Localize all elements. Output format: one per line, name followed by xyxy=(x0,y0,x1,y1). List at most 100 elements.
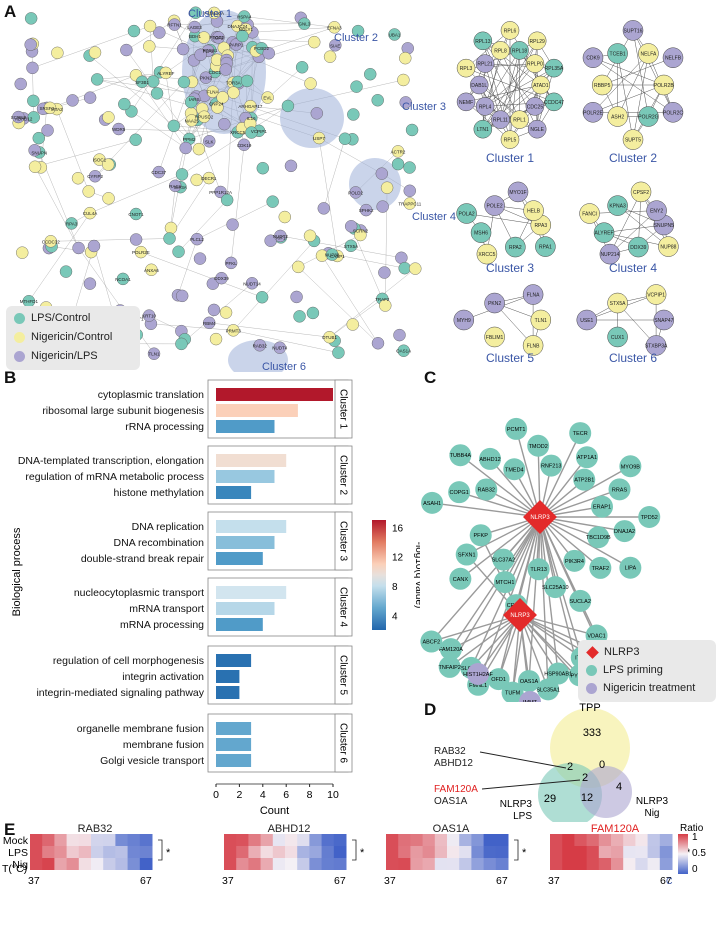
network-edge xyxy=(28,213,91,302)
legend-c-label: LPS priming xyxy=(603,664,663,676)
network-node-label: SIAE xyxy=(330,43,340,48)
c-edge xyxy=(458,491,541,518)
x-tick-label: 4 xyxy=(260,789,266,801)
heatmap-cell xyxy=(248,858,262,870)
side-cluster-title: Cluster 4 xyxy=(609,261,657,275)
network-node xyxy=(51,46,64,60)
network-node xyxy=(207,6,221,20)
c-node-label: ASAH1 xyxy=(423,501,441,507)
network-edge xyxy=(131,12,196,112)
network-node xyxy=(391,157,405,171)
legend-c-label: Nigericin treatment xyxy=(603,682,696,694)
network-node-label: CDC37 xyxy=(151,170,166,175)
heatmap-cell xyxy=(647,834,661,846)
venn-count-lps_nig: 12 xyxy=(581,792,593,804)
heatmap-cell xyxy=(398,858,411,870)
side-cluster-node-label: RPL21 xyxy=(477,62,493,68)
legend-c-item: Nigericin treatment xyxy=(586,682,695,694)
c-lps-node xyxy=(503,458,526,481)
heatmap-cell xyxy=(248,846,262,858)
side-cluster-node xyxy=(469,75,489,95)
heatmap-cell xyxy=(410,834,424,846)
network-node xyxy=(380,181,394,194)
heatmap-cell xyxy=(459,834,472,846)
side-cluster-node xyxy=(484,292,505,314)
c-node-label: SLC37A2 xyxy=(492,558,516,564)
heatmap-cell xyxy=(91,846,104,858)
network-node xyxy=(127,24,141,38)
side-cluster-node-label: ALYREF xyxy=(595,231,614,237)
network-node xyxy=(255,291,269,304)
side-cluster-node xyxy=(576,309,598,331)
cluster-halo xyxy=(280,88,344,148)
network-node-label: NUDT4 xyxy=(272,346,287,351)
side-cluster-edge xyxy=(500,40,538,120)
heatmap-cell xyxy=(483,834,497,846)
side-cluster-node-label: FBLIM1 xyxy=(486,335,504,341)
bar-term-label: DNA recombination xyxy=(114,537,205,549)
network-node xyxy=(27,94,40,108)
heatmap-cell xyxy=(386,834,399,846)
bar-term-label: mRNA processing xyxy=(120,619,204,631)
heatmap-cell xyxy=(333,846,347,858)
network-node-label: IARS xyxy=(189,97,200,102)
c-node-label: IMMT xyxy=(523,700,538,702)
heatmap-cell xyxy=(224,858,237,870)
side-cluster-node xyxy=(476,243,498,265)
legend-c-label: NLRP3 xyxy=(604,646,640,658)
panel-a-network: IL16CDC1PTGS2PTGS1IGF2BDH1TOR3ACNP24DNAJ… xyxy=(11,6,683,372)
bar xyxy=(216,388,333,401)
network-node xyxy=(41,124,54,137)
network-node xyxy=(203,316,216,330)
side-cluster-node-label: LTN1 xyxy=(477,127,489,133)
side-cluster-node-label: NGLE xyxy=(530,127,544,133)
venn-count-nig_only: 4 xyxy=(616,781,622,793)
bar-term-label: ribosomal large subunit biogenesis xyxy=(42,405,204,417)
network-node xyxy=(284,159,298,173)
network-node-label: RAB32 xyxy=(253,343,268,348)
network-node xyxy=(163,232,176,245)
network-node-label: CCDC32 xyxy=(42,239,61,244)
network-node xyxy=(354,228,367,242)
bar xyxy=(216,536,275,549)
network-node xyxy=(147,75,160,88)
side-cluster-node-label: RPLP0 xyxy=(527,62,543,68)
bar xyxy=(216,754,252,767)
side-cluster-edge xyxy=(632,53,649,140)
network-node-label: DNAJC24 xyxy=(228,24,249,29)
network-node xyxy=(266,195,279,208)
network-edge xyxy=(209,322,330,338)
side-cluster-node-label: CDC25 xyxy=(527,104,544,110)
network-node xyxy=(143,40,156,53)
heatmap-cell xyxy=(562,858,575,870)
heatmap-cell xyxy=(78,858,92,870)
network-edge xyxy=(178,199,228,252)
network-node xyxy=(399,51,412,65)
c-lps-node xyxy=(537,678,560,701)
network-node xyxy=(364,68,377,81)
network-node-label: ISOC1 xyxy=(93,158,107,163)
c-node-label: RAB32 xyxy=(478,487,495,493)
c-node-label: LIPA xyxy=(625,566,637,572)
c-edge xyxy=(449,614,521,668)
side-cluster-node-label: VCPIP1 xyxy=(647,293,665,299)
side-cluster-node xyxy=(525,97,545,116)
colorbar-label: -log10(q value) xyxy=(413,542,420,609)
network-node-label: CNP24 xyxy=(209,102,224,107)
c-node-label: COPG1 xyxy=(450,490,469,496)
heatmap-title: ABHD12 xyxy=(268,823,311,835)
network-edge xyxy=(233,330,339,353)
side-cluster-node-label: FANCI xyxy=(582,212,597,218)
side-cluster-node-label: POLR2G xyxy=(638,115,658,121)
network-node xyxy=(197,31,211,44)
c-lps-node xyxy=(591,495,614,518)
side-cluster-node xyxy=(507,181,529,203)
network-cluster-label: Cluster 2 xyxy=(334,32,378,44)
bar-term-label: cytoplasmic translation xyxy=(98,389,204,401)
side-cluster-node-label: RPL11 xyxy=(493,118,508,124)
heatmap-cell xyxy=(321,858,335,870)
network-node xyxy=(206,85,219,98)
heatmap-row-label: Mock xyxy=(3,835,29,847)
